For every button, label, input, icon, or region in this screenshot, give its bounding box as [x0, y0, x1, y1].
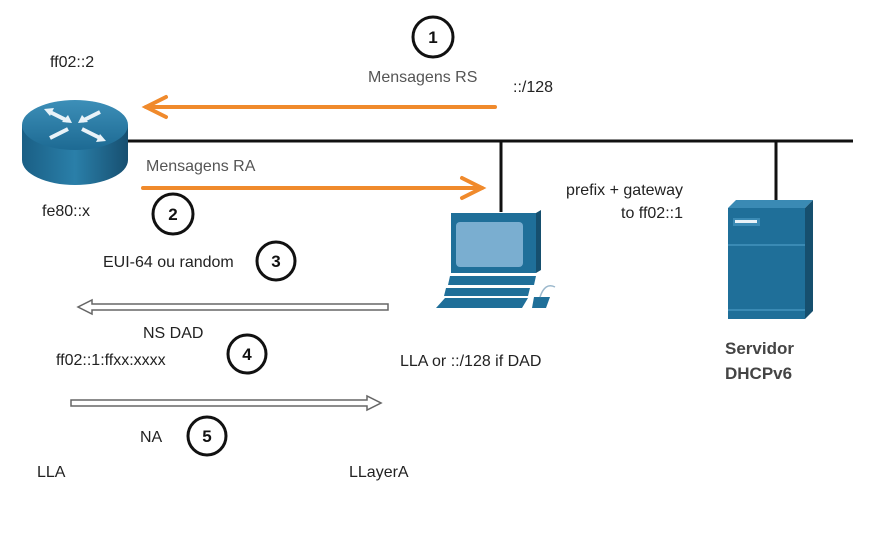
step-5-badge	[186, 415, 228, 457]
pc-icon	[436, 210, 556, 308]
router-icon	[22, 100, 128, 185]
step-2-number: 2	[168, 205, 177, 224]
step-3-badge	[255, 240, 297, 282]
eui-label: EUI-64 ou random	[103, 254, 234, 271]
router-lla-label: fe80::x	[42, 203, 90, 220]
step-2-badge	[151, 192, 195, 236]
step-5-number: 5	[202, 427, 211, 446]
step-1-number: 1	[428, 28, 437, 47]
host-address-label: LLA or ::/128 if DAD	[400, 353, 541, 370]
ns-label: NS DAD	[143, 325, 203, 342]
na-arrow	[70, 394, 383, 412]
router-multicast-label: ff02::2	[50, 54, 94, 71]
step-3-number: 3	[271, 252, 280, 271]
na-left-label: LLA	[37, 464, 66, 481]
ns-arrow	[76, 298, 389, 316]
ra-info-line2: to ff02::1	[621, 205, 683, 222]
rs-label: Mensagens RS	[368, 69, 477, 86]
ra-arrow	[141, 176, 487, 200]
rs-source-label: ::/128	[513, 79, 553, 96]
ra-info-line1: prefix + gateway	[566, 182, 683, 199]
server-label-line2: DHCPv6	[725, 364, 792, 383]
server-icon	[728, 200, 813, 319]
na-right-label: LLayerA	[349, 464, 409, 481]
ra-label: Mensagens RA	[146, 158, 256, 175]
step-4-badge	[226, 333, 268, 375]
na-label: NA	[140, 429, 163, 446]
ns-dest-label: ff02::1:ffxx:xxxx	[56, 352, 166, 369]
step-4-number: 4	[242, 345, 252, 364]
rs-arrow	[141, 95, 497, 119]
step-1-badge	[411, 15, 455, 59]
server-label-line1: Servidor	[725, 339, 794, 358]
